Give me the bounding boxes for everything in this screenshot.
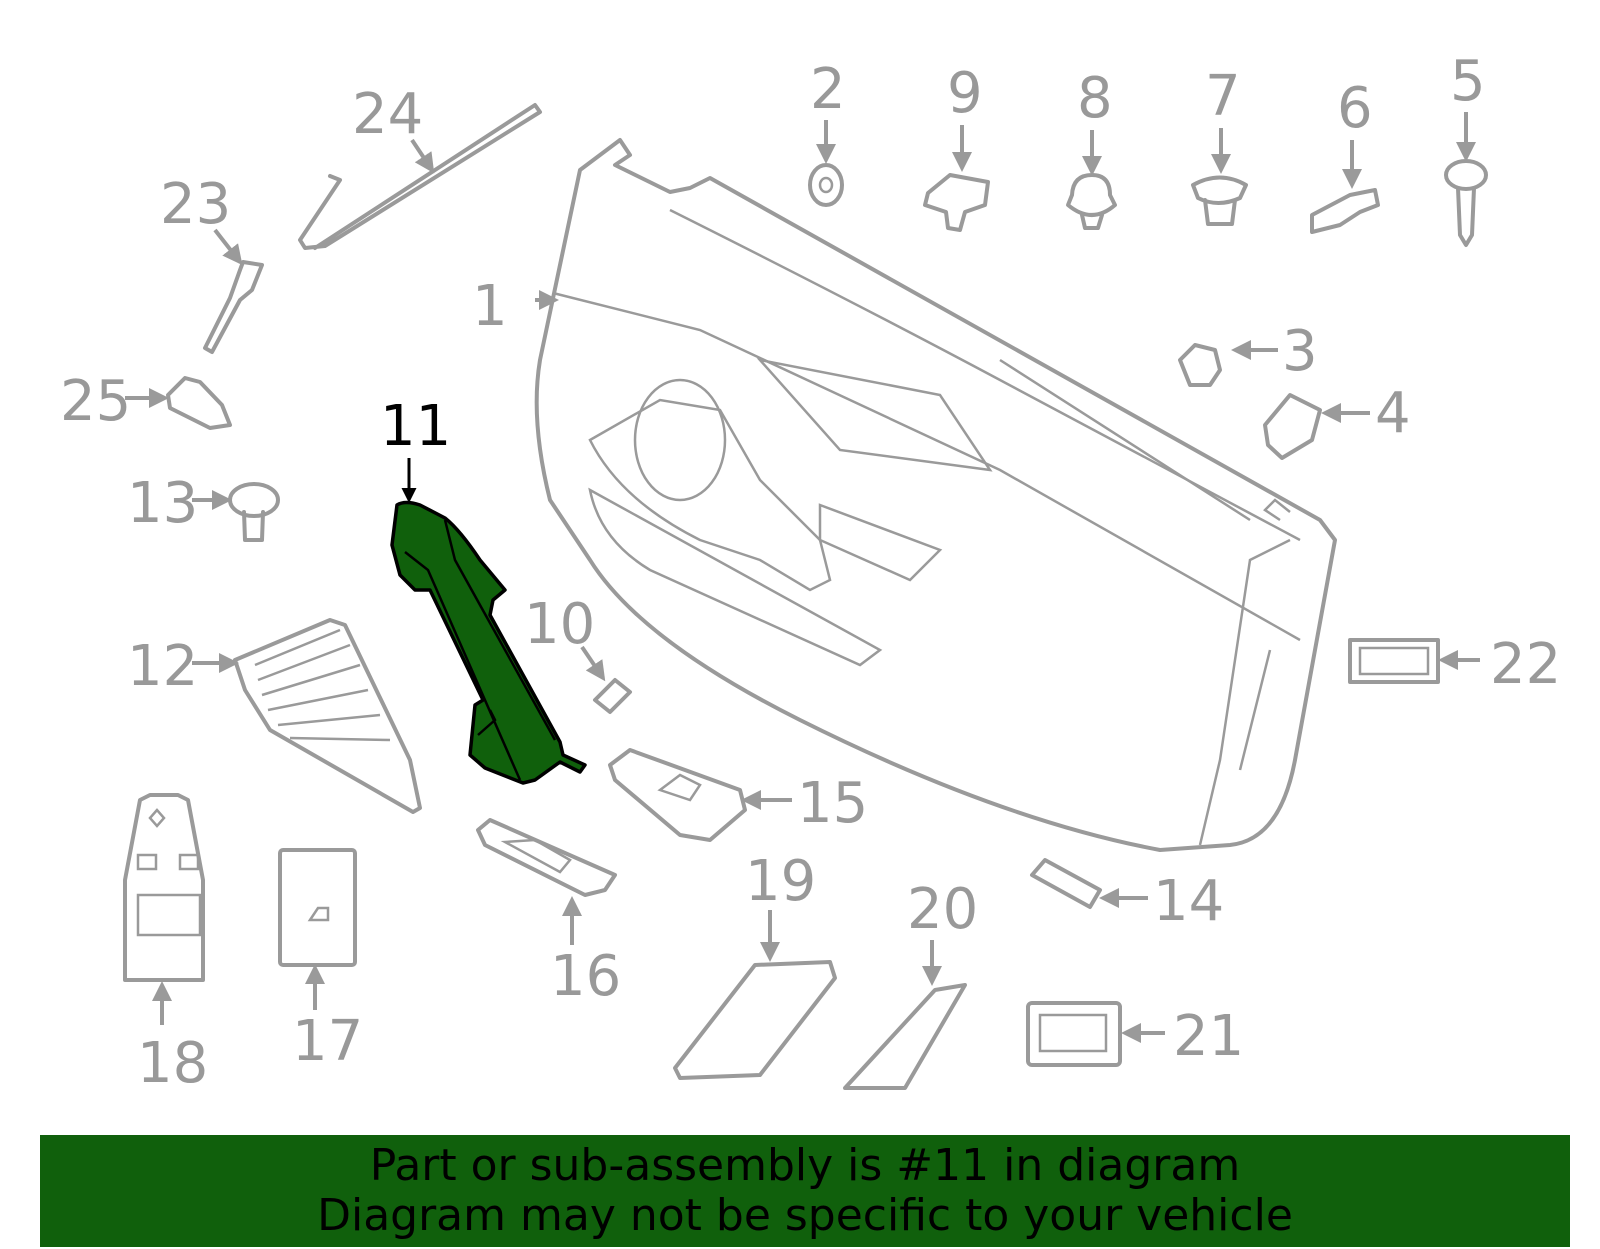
callout-8[interactable]: 8 — [1077, 66, 1113, 131]
part-17-cover[interactable] — [278, 848, 357, 967]
callout-25[interactable]: 25 — [60, 369, 131, 434]
banner-line-1: Part or sub-assembly is #11 in diagram — [369, 1140, 1241, 1191]
callout-5[interactable]: 5 — [1450, 49, 1486, 114]
part-3-grommet[interactable] — [1178, 343, 1222, 387]
part-5-screw[interactable] — [1444, 159, 1488, 247]
callout-11[interactable]: 11 — [380, 394, 451, 459]
part-7-push-clip[interactable] — [1191, 175, 1248, 226]
callout-4[interactable]: 4 — [1375, 381, 1411, 446]
callout-arrows — [125, 112, 1480, 1043]
part-1-door-trim-panel[interactable] — [534, 138, 1337, 852]
part-10-clip[interactable] — [593, 678, 632, 714]
part-23-bracket[interactable] — [203, 260, 264, 354]
callout-2[interactable]: 2 — [810, 57, 846, 122]
part-8-push-nut[interactable] — [1066, 173, 1117, 230]
part-13-screw[interactable] — [228, 482, 280, 542]
part-18-switch-assembly[interactable] — [123, 793, 205, 982]
callout-10[interactable]: 10 — [524, 592, 595, 657]
part-15-switch[interactable] — [608, 748, 747, 842]
part-21-insert[interactable] — [1026, 1001, 1122, 1067]
callout-7[interactable]: 7 — [1205, 64, 1241, 129]
callout-13[interactable]: 13 — [127, 471, 198, 536]
callout-21[interactable]: 21 — [1173, 1004, 1244, 1069]
callout-12[interactable]: 12 — [127, 634, 198, 699]
callout-16[interactable]: 16 — [550, 944, 621, 1009]
callout-24[interactable]: 24 — [352, 82, 423, 147]
callout-17[interactable]: 17 — [292, 1009, 363, 1074]
part-16-switch-panel[interactable] — [476, 818, 617, 897]
part-20-cover[interactable] — [843, 983, 967, 1090]
callout-6[interactable]: 6 — [1337, 76, 1373, 141]
callout-15[interactable]: 15 — [797, 771, 868, 836]
part-25-clip[interactable] — [166, 376, 232, 430]
part-24-trim-strip[interactable] — [298, 103, 542, 250]
part-19-bezel[interactable] — [673, 960, 837, 1080]
callout-22[interactable]: 22 — [1490, 632, 1561, 697]
callout-9[interactable]: 9 — [947, 61, 983, 126]
callout-18[interactable]: 18 — [137, 1031, 208, 1096]
callout-19[interactable]: 19 — [745, 849, 816, 914]
part-9-clip[interactable] — [923, 173, 990, 232]
part-4-clip[interactable] — [1263, 393, 1322, 460]
banner-line-2: Diagram may not be specific to your vehi… — [317, 1190, 1293, 1241]
part-22-insert[interactable] — [1348, 638, 1440, 684]
callout-3[interactable]: 3 — [1282, 319, 1318, 384]
info-banner: Part or sub-assembly is #11 in diagram D… — [40, 1135, 1570, 1247]
part-2-washer[interactable] — [808, 163, 844, 207]
part-12-speaker-grille[interactable] — [233, 618, 422, 814]
part-6-clip[interactable] — [1310, 188, 1380, 234]
callout-1[interactable]: 1 — [472, 274, 508, 339]
callout-14[interactable]: 14 — [1153, 869, 1224, 934]
callout-20[interactable]: 20 — [907, 877, 978, 942]
callout-23[interactable]: 23 — [160, 172, 231, 237]
part-14-clip[interactable] — [1030, 858, 1102, 909]
